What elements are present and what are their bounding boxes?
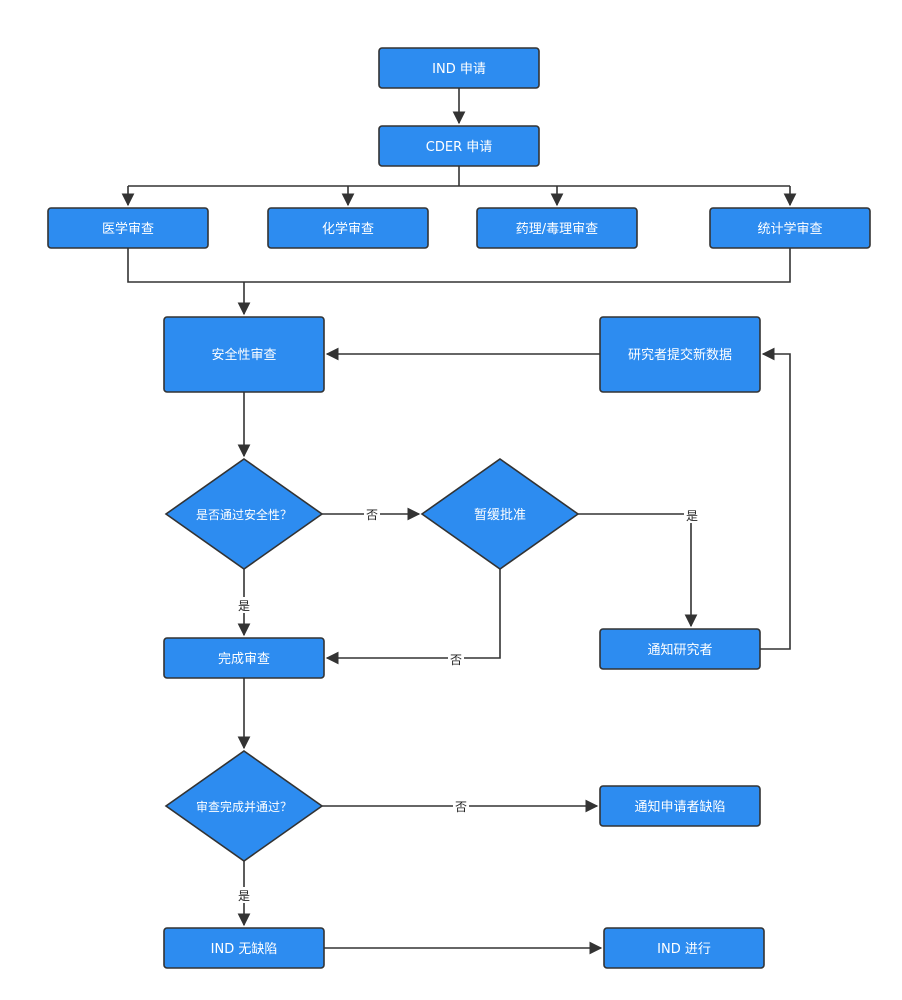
edge-suspend-to-notify: [578, 513, 698, 628]
edge-suspend-to-complete: [325, 569, 501, 665]
edge-labels: 否 是 是 否 否 是: [236, 506, 700, 903]
edge-merge: [127, 248, 791, 283]
node-researcher-submit-label: 研究者提交新数据: [628, 347, 732, 363]
node-pharm-review[interactable]: 药理/毒理审查: [476, 207, 638, 249]
node-notify-defect-label: 通知申请者缺陷: [634, 799, 725, 815]
node-suspend-approval-label: 暂缓批准: [474, 508, 526, 523]
node-safety-review-label: 安全性审查: [211, 347, 276, 363]
node-pharm-review-label: 药理/毒理审查: [516, 222, 598, 237]
node-notify-defect[interactable]: 通知申请者缺陷: [599, 785, 761, 827]
node-complete-review-label: 完成审查: [218, 652, 270, 667]
node-chem-review[interactable]: 化学审查: [267, 207, 429, 249]
node-safety-pass-question[interactable]: 是否通过安全性？: [164, 458, 324, 570]
node-ind-proceed[interactable]: IND 进行: [603, 927, 765, 969]
node-researcher-submit[interactable]: 研究者提交新数据: [599, 316, 761, 393]
label-suspend-no: 否: [450, 653, 462, 667]
label-suspend-yes: 是: [686, 509, 698, 523]
node-stat-review[interactable]: 统计学审查: [709, 207, 871, 249]
node-cder-apply[interactable]: CDER 申请: [378, 125, 540, 167]
node-review-pass-question-label: 审查完成并通过？: [196, 799, 292, 814]
node-notify-researcher[interactable]: 通知研究者: [599, 628, 761, 670]
node-ind-proceed-label: IND 进行: [657, 942, 711, 957]
label-safety-yes: 是: [238, 599, 250, 613]
node-complete-review[interactable]: 完成审查: [163, 637, 325, 679]
label-safety-no: 否: [366, 508, 378, 522]
nodes: IND 申请 CDER 申请 医学审查 化学审查 药理/毒理审查 统计学审查: [47, 47, 871, 969]
node-review-pass-question[interactable]: 审查完成并通过？: [164, 750, 324, 862]
node-medical-review[interactable]: 医学审查: [47, 207, 209, 249]
node-ind-apply[interactable]: IND 申请: [378, 47, 540, 89]
node-safety-pass-question-label: 是否通过安全性？: [196, 507, 292, 522]
node-notify-researcher-label: 通知研究者: [647, 642, 712, 658]
label-review-no: 否: [455, 800, 467, 814]
node-ind-no-defect-label: IND 无缺陷: [211, 942, 278, 957]
node-medical-review-label: 医学审查: [102, 221, 154, 237]
node-safety-review[interactable]: 安全性审查: [163, 316, 325, 393]
node-stat-review-label: 统计学审查: [757, 221, 822, 237]
label-review-yes: 是: [238, 889, 250, 903]
edge-notify-to-submit: [760, 347, 791, 650]
node-ind-no-defect[interactable]: IND 无缺陷: [163, 927, 325, 969]
node-chem-review-label: 化学审查: [322, 221, 374, 237]
node-suspend-approval[interactable]: 暂缓批准: [420, 458, 580, 570]
node-ind-apply-label: IND 申请: [432, 62, 486, 77]
node-cder-apply-label: CDER 申请: [426, 140, 492, 155]
